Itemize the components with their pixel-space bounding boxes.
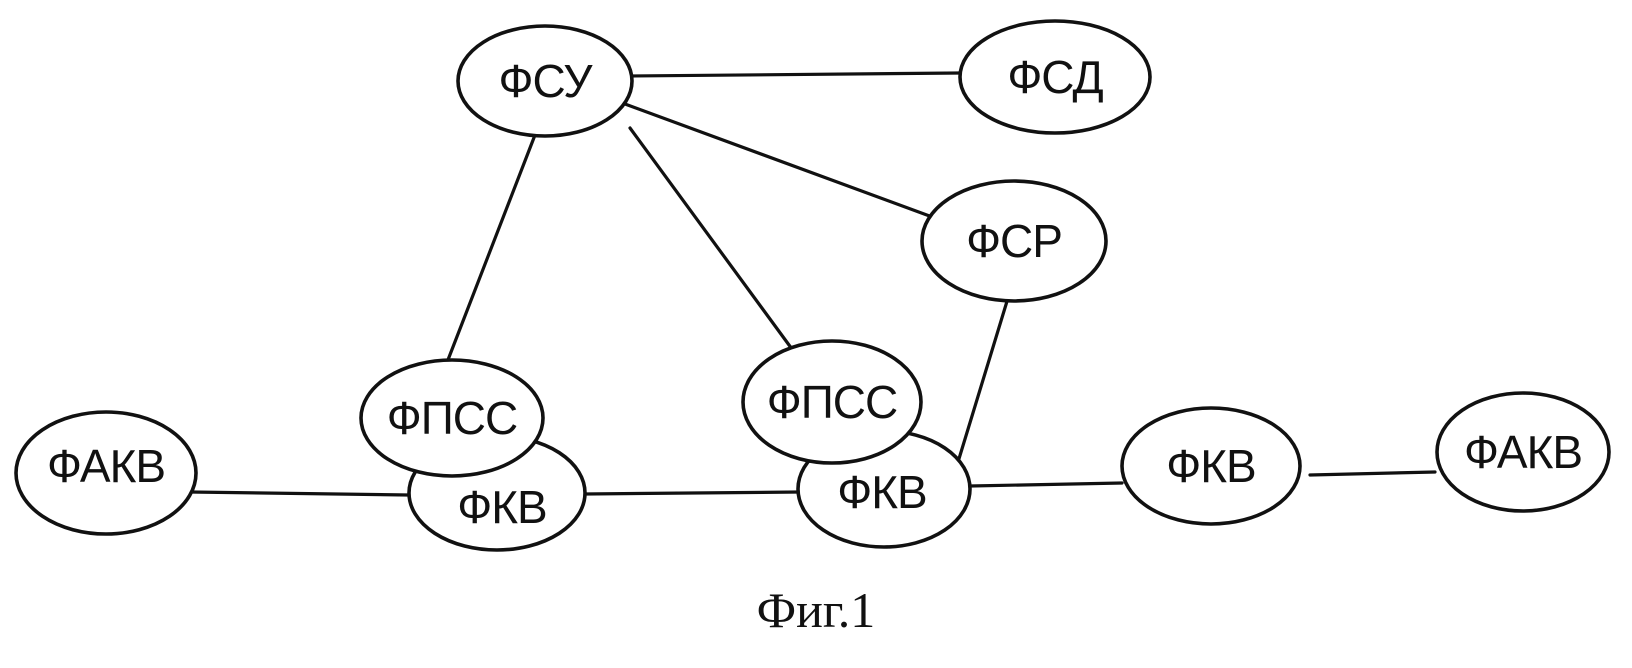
edge-fkv1-fkv2 bbox=[585, 492, 800, 494]
node-fakv-1: ФАКВ bbox=[16, 412, 196, 534]
node-fsr: ФСР bbox=[922, 181, 1106, 301]
node-fakv-1-label: ФАКВ bbox=[47, 440, 165, 492]
node-fpss-2-label: ФПСС bbox=[767, 376, 897, 428]
node-fpss-2: ФПСС bbox=[743, 341, 921, 463]
node-fsu-label: ФСУ bbox=[499, 55, 594, 107]
edge-fkv2-fkv3 bbox=[970, 483, 1122, 486]
figure-caption: Фиг.1 bbox=[0, 585, 1632, 635]
node-fkv-1-label: ФКВ bbox=[457, 481, 546, 533]
node-fsd-label: ФСД bbox=[1007, 51, 1103, 103]
node-fkv-2-label: ФКВ bbox=[837, 466, 926, 518]
edge-fsu-fsd bbox=[630, 73, 960, 76]
edge-fsu-fpss2 bbox=[630, 128, 800, 360]
edge-fsu-fpss1 bbox=[446, 135, 535, 365]
node-fkv-3-label: ФКВ bbox=[1166, 440, 1255, 492]
node-fpss-1: ФПСС bbox=[361, 360, 543, 476]
node-fakv-2-label: ФАКВ bbox=[1464, 426, 1582, 478]
edge-fsr-fkv2 bbox=[958, 298, 1008, 462]
node-fsr-label: ФСР bbox=[966, 215, 1062, 267]
node-fakv-2: ФАКВ bbox=[1437, 393, 1609, 511]
nodes: ФСУ ФСД ФСР ФКВ ФПСС ФКВ ФПСС bbox=[16, 21, 1609, 550]
node-fkv-3: ФКВ bbox=[1122, 408, 1300, 524]
edge-fsu-fsr bbox=[625, 104, 935, 218]
edge-fkv3-fakv2 bbox=[1310, 472, 1435, 475]
node-fpss-1-label: ФПСС bbox=[387, 392, 517, 444]
node-fsu: ФСУ bbox=[458, 26, 632, 136]
node-fsd: ФСД bbox=[960, 21, 1150, 133]
edge-fakv1-fkv1 bbox=[190, 492, 408, 495]
